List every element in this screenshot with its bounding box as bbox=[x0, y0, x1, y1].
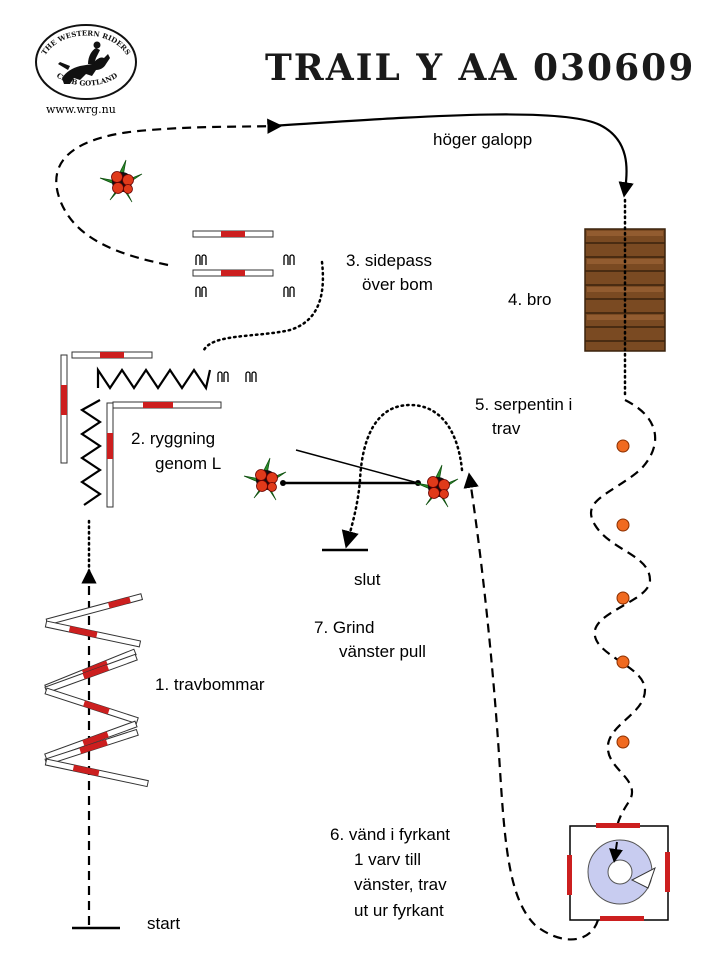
club-logo: THE WESTERN RIDERS CLUB GOTLAND www.wrg.… bbox=[35, 24, 137, 116]
label-grind-1: 7. Grind bbox=[314, 618, 374, 637]
flower-pot-icon bbox=[415, 464, 459, 508]
flower-pot-icon bbox=[243, 457, 287, 501]
label-ryggning-1: 2. ryggning bbox=[131, 429, 215, 448]
label-vand-3: vänster, trav bbox=[354, 875, 447, 894]
route-gallop bbox=[269, 113, 634, 198]
sidepass-pole-top bbox=[192, 230, 274, 238]
route-back-zigzag-top bbox=[96, 366, 212, 391]
flower-pot-icon bbox=[99, 159, 143, 203]
label-ryggning-2: genom L bbox=[155, 454, 221, 473]
sidepass-pole-bottom bbox=[192, 269, 274, 277]
label-grind-2: vänster pull bbox=[339, 642, 426, 661]
label-vand-1: 6. vänd i fyrkant bbox=[330, 825, 450, 844]
serpentine-cones bbox=[616, 439, 630, 749]
route-back-zigzag-side bbox=[79, 399, 102, 506]
gate-obstacle bbox=[243, 449, 459, 508]
label-vand-2: 1 varv till bbox=[354, 850, 421, 869]
label-sidepass-2: över bom bbox=[362, 275, 433, 294]
label-start: start bbox=[147, 914, 180, 933]
cone-icon bbox=[616, 655, 630, 669]
label-vand-4: ut ur fyrkant bbox=[354, 901, 444, 920]
route-serpentine bbox=[589, 399, 657, 846]
route-gate-to-finish bbox=[341, 403, 464, 549]
sidepass-obstacle bbox=[192, 230, 295, 297]
logo-url: www.wrg.nu bbox=[46, 103, 116, 116]
turn-box-icon bbox=[567, 823, 670, 921]
backthrough-l-obstacle bbox=[60, 351, 257, 508]
trot-poles bbox=[44, 593, 149, 788]
label-slut: slut bbox=[354, 570, 381, 589]
label-travbommar: 1. travbommar bbox=[155, 675, 265, 694]
label-serpentin-2: trav bbox=[492, 419, 521, 438]
diagram-title: TRAIL Y AA 030609 bbox=[265, 47, 695, 89]
cone-icon bbox=[616, 439, 630, 453]
cone-icon bbox=[616, 591, 630, 605]
label-serpentin-1: 5. serpentin i bbox=[475, 395, 572, 414]
route-sidepass-to-l bbox=[201, 260, 325, 354]
label-bro: 4. bro bbox=[508, 290, 551, 309]
cone-icon bbox=[616, 735, 630, 749]
route-top-loop bbox=[55, 118, 283, 267]
logo-horse-rider-icon bbox=[58, 41, 110, 84]
cone-icon bbox=[616, 518, 630, 532]
route-box-to-gate bbox=[463, 472, 600, 941]
sidepass-markers bbox=[195, 254, 295, 297]
logo-oval bbox=[35, 24, 137, 100]
label-hoger-galopp: höger galopp bbox=[433, 130, 532, 149]
label-sidepass-1: 3. sidepass bbox=[346, 251, 432, 270]
